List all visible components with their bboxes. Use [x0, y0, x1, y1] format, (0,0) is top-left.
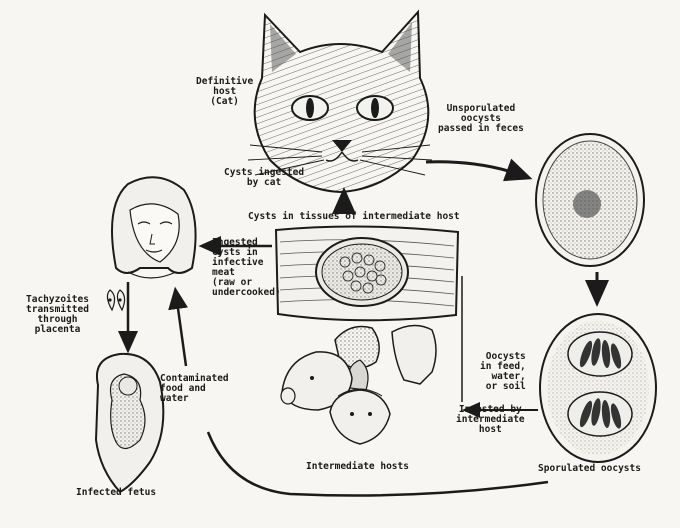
ingested-by-intermediate-host-label: Ingested by intermediate host — [456, 404, 525, 435]
sporulated-oocysts-label: Sporulated oocysts — [538, 463, 641, 474]
fetus-icon — [94, 352, 165, 494]
tachyzoites-label: Tachyzoites transmitted through placenta — [26, 294, 89, 335]
woman-head-icon — [111, 176, 197, 279]
tachyzoite-icon — [106, 289, 126, 312]
cysts-in-tissues-label: Cysts in tissues of intermediate host — [248, 211, 460, 222]
cysts-ingested-label: Cysts ingested by cat — [224, 167, 305, 188]
farm-animals-icon — [280, 324, 437, 445]
contaminated-food-label: Contaminated food and water — [160, 373, 229, 404]
unsporulated-oocyst-icon — [535, 133, 645, 267]
oocysts-in-feed-label: Oocysts in feed, water, or soil — [480, 351, 526, 392]
cycle-arrows — [118, 158, 609, 497]
intermediate-hosts-label: Intermediate hosts — [306, 461, 409, 472]
infected-fetus-label: Infected fetus — [76, 487, 157, 498]
definitive-host-label: Definitive host (Cat) — [196, 76, 254, 107]
unsporulated-oocysts-label: Unsporulated oocysts passed in feces — [438, 103, 524, 134]
sporulated-oocyst-icon — [539, 313, 657, 463]
cat-face-icon — [247, 9, 433, 194]
ingested-cysts-label: Ingested cysts in infective meat (raw or… — [212, 237, 281, 298]
tissue-cyst-icon — [274, 225, 460, 322]
